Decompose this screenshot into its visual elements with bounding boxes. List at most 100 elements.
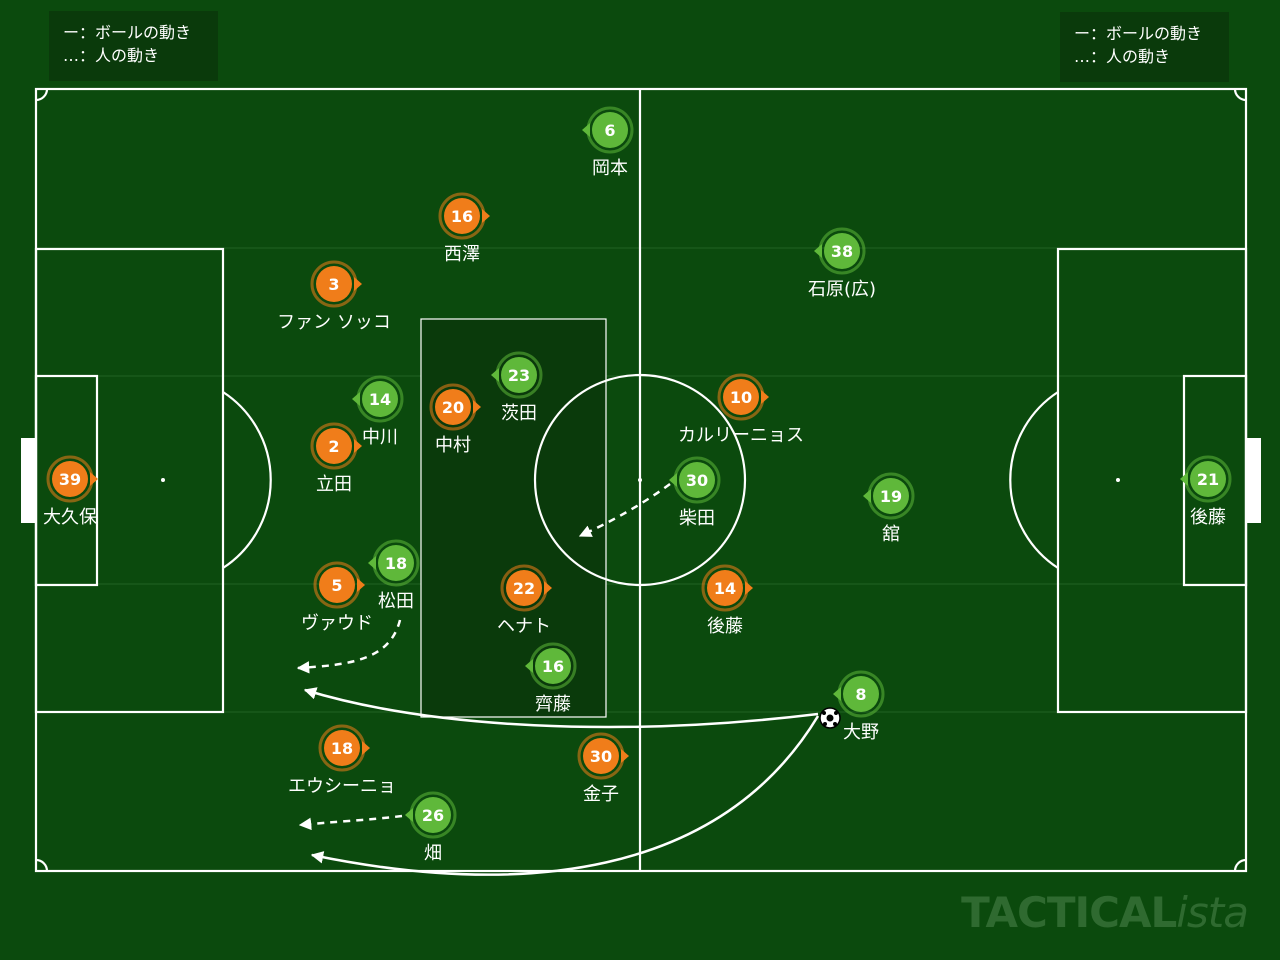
player-disc bbox=[378, 545, 414, 581]
player-name: 茨田 bbox=[501, 403, 537, 424]
player-disc bbox=[52, 461, 88, 497]
player-disc bbox=[592, 112, 628, 148]
run-path-shibata bbox=[578, 482, 671, 538]
left-penalty-spot bbox=[161, 478, 165, 482]
player-number: 16 bbox=[542, 657, 564, 676]
player-name: ヴァウド bbox=[301, 613, 373, 634]
player-disc bbox=[723, 379, 759, 415]
player-number: 39 bbox=[59, 470, 81, 489]
player-disc bbox=[444, 198, 480, 234]
center-spot bbox=[638, 478, 642, 482]
player-disc bbox=[501, 357, 537, 393]
right-penalty-spot bbox=[1116, 478, 1120, 482]
player-disc bbox=[679, 462, 715, 498]
player-disc bbox=[319, 567, 355, 603]
player-direction-icon bbox=[90, 472, 98, 486]
player-name: 齊藤 bbox=[535, 694, 571, 715]
legend-ball-line: ー：ボールの動き bbox=[1074, 24, 1203, 43]
player-direction-icon bbox=[761, 390, 769, 404]
player-direction-icon bbox=[352, 392, 360, 406]
player-name: 西澤 bbox=[444, 244, 480, 265]
player-disc bbox=[435, 389, 471, 425]
player-name: 大久保 bbox=[43, 507, 97, 528]
player-disc bbox=[873, 478, 909, 514]
player-name: 畑 bbox=[424, 843, 442, 864]
player-marker: 23 茨田 bbox=[491, 351, 543, 424]
player-disc bbox=[707, 570, 743, 606]
player-number: 2 bbox=[328, 437, 339, 456]
player-marker: 20 中村 bbox=[429, 383, 481, 456]
player-number: 19 bbox=[880, 487, 902, 506]
player-marker: 18 エウシーニョ bbox=[288, 724, 396, 797]
player-number: 23 bbox=[508, 366, 530, 385]
legend-left: ー：ボールの動き …：人の動き bbox=[49, 11, 218, 81]
watermark-main: TACTICAL bbox=[961, 888, 1177, 937]
player-number: 30 bbox=[686, 471, 708, 490]
player-direction-icon bbox=[1180, 472, 1188, 486]
player-disc bbox=[1190, 461, 1226, 497]
player-disc bbox=[506, 570, 542, 606]
player-name: 石原(広) bbox=[808, 279, 876, 300]
watermark-logo: TACTICALista bbox=[961, 888, 1249, 937]
player-name: 中川 bbox=[362, 427, 398, 448]
player-disc bbox=[583, 738, 619, 774]
player-name: 中村 bbox=[435, 435, 471, 456]
player-name: カルリーニョス bbox=[678, 425, 804, 446]
player-direction-icon bbox=[525, 659, 533, 673]
legend-right: ー：ボールの動き …：人の動き bbox=[1060, 12, 1229, 82]
player-direction-icon bbox=[368, 556, 376, 570]
player-number: 18 bbox=[385, 554, 407, 573]
player-number: 18 bbox=[331, 739, 353, 758]
player-direction-icon bbox=[354, 277, 362, 291]
player-marker: 22 ヘナト bbox=[497, 564, 552, 637]
player-number: 26 bbox=[422, 806, 444, 825]
player-direction-icon bbox=[669, 473, 677, 487]
player-disc bbox=[843, 676, 879, 712]
player-direction-icon bbox=[362, 741, 370, 755]
player-number: 14 bbox=[714, 579, 736, 598]
player-direction-icon bbox=[491, 368, 499, 382]
ball-icon bbox=[819, 707, 841, 729]
player-disc bbox=[535, 648, 571, 684]
player-number: 22 bbox=[513, 579, 535, 598]
player-marker: 30 金子 bbox=[577, 732, 629, 805]
movement-arrows bbox=[296, 482, 820, 876]
player-direction-icon bbox=[745, 581, 753, 595]
player-direction-icon bbox=[473, 400, 481, 414]
player-number: 14 bbox=[369, 390, 391, 409]
player-name: エウシーニョ bbox=[288, 776, 396, 797]
player-disc bbox=[415, 797, 451, 833]
legend-person-line: …：人の動き bbox=[63, 46, 160, 65]
player-number: 6 bbox=[604, 121, 615, 140]
player-disc bbox=[824, 233, 860, 269]
player-marker: 26 畑 bbox=[405, 791, 457, 864]
player-marker: 2 立田 bbox=[310, 422, 362, 495]
player-marker: 14 中川 bbox=[352, 375, 404, 448]
legend-person-line: …：人の動き bbox=[1074, 47, 1171, 66]
player-name: 金子 bbox=[583, 784, 619, 805]
player-marker: 39 大久保 bbox=[43, 455, 98, 528]
player-disc bbox=[316, 428, 352, 464]
player-number: 30 bbox=[590, 747, 612, 766]
player-name: 立田 bbox=[316, 474, 352, 495]
player-name: 後藤 bbox=[1190, 507, 1226, 528]
player-marker: 8大野 bbox=[833, 670, 885, 743]
player-direction-icon bbox=[863, 489, 871, 503]
player-name: ヘナト bbox=[497, 616, 551, 637]
player-number: 20 bbox=[442, 398, 464, 417]
player-name: 舘 bbox=[882, 524, 900, 545]
player-disc bbox=[362, 381, 398, 417]
player-marker: 6岡本 bbox=[582, 106, 634, 179]
player-disc bbox=[316, 266, 352, 302]
player-direction-icon bbox=[357, 578, 365, 592]
